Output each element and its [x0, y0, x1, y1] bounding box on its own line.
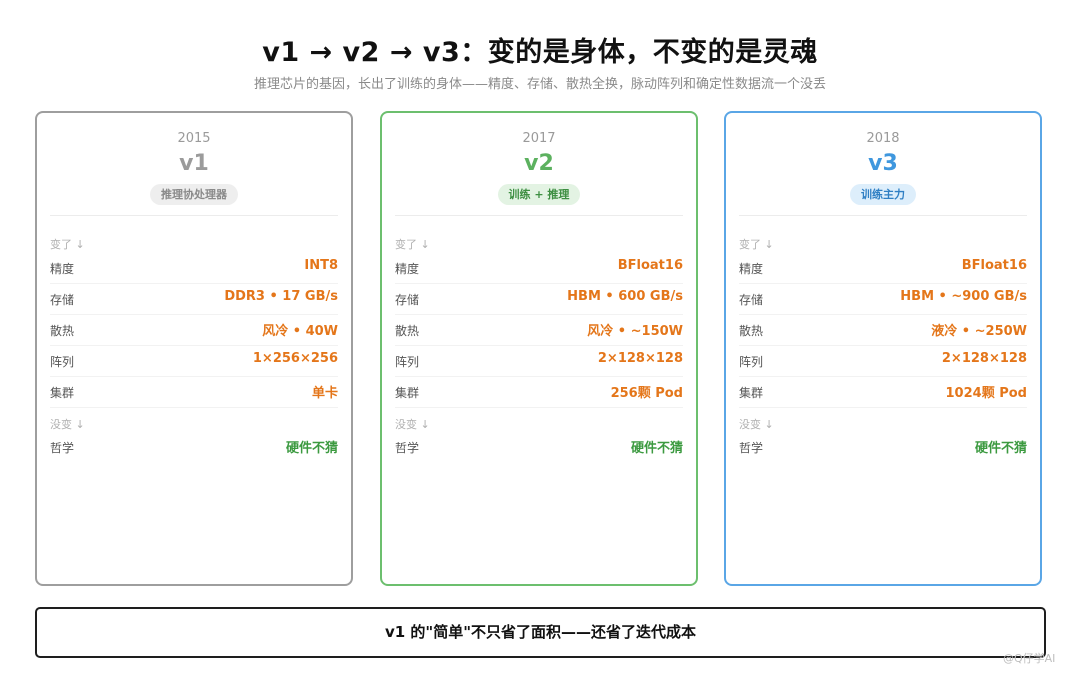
spec-label: 存储	[739, 293, 764, 307]
spec-value: DDR3 • 17 GB/s	[224, 289, 338, 304]
spec-label: 阵列	[739, 355, 764, 369]
page-subtitle: 推理芯片的基因，长出了训练的身体——精度、存储、散热全换，脉动阵列和确定性数据流…	[253, 77, 826, 92]
spec-value: 风冷 • 40W	[262, 324, 338, 339]
spec-row-cluster: 集群 单卡	[50, 376, 338, 408]
spec-label: 阵列	[395, 355, 420, 369]
spec-label: 散热	[739, 324, 764, 338]
card-year: 2015	[177, 131, 211, 146]
spec-value: BFloat16	[617, 258, 683, 273]
spec-label: 散热	[50, 324, 75, 338]
spec-row-precision: 精度 BFloat16	[395, 252, 683, 284]
spec-row-cluster: 集群 1024颗 Pod	[739, 376, 1027, 408]
spec-value: 256颗 Pod	[610, 386, 683, 401]
card-v2: 2017 v2 训练 + 推理 变了 ↓ 精度 BFloat16 存储 HBM • …	[380, 111, 698, 586]
card-v3: 2018 v3 训练主力 变了 ↓ 精度 BFloat16 存储 HBM • ~90…	[724, 111, 1042, 586]
spec-row-cooling: 散热 液冷 • ~250W	[739, 314, 1027, 346]
spec-label: 精度	[50, 262, 75, 276]
spec-label: 集群	[395, 386, 420, 400]
page-title: v1 → v2 → v3：变的是身体，不变的是灵魂	[262, 37, 818, 68]
spec-value: 硬件不猜	[285, 441, 338, 456]
spec-row-precision: 精度 BFloat16	[739, 252, 1027, 284]
spec-label: 集群	[50, 386, 75, 400]
spec-row-philosophy: 哲学 硬件不猜	[739, 431, 1027, 462]
spec-value: 液冷 • ~250W	[931, 324, 1027, 339]
spec-value: 风冷 • ~150W	[587, 324, 683, 339]
card-year: 2017	[522, 131, 556, 146]
spec-value: BFloat16	[961, 258, 1027, 273]
spec-row-cluster: 集群 256颗 Pod	[395, 376, 683, 408]
card-badge: 推理协处理器	[150, 184, 238, 205]
spec-value: HBM • ~900 GB/s	[900, 289, 1027, 304]
spec-label: 阵列	[50, 355, 75, 369]
spec-row-cooling: 散热 风冷 • 40W	[50, 314, 338, 346]
card-divider	[50, 215, 338, 216]
spec-value: 单卡	[311, 386, 338, 401]
spec-value: INT8	[304, 258, 338, 273]
spec-label: 精度	[739, 262, 764, 276]
section-changed-label: 变了 ↓	[739, 238, 774, 251]
spec-label: 哲学	[739, 441, 764, 455]
card-version: v3	[868, 151, 898, 176]
spec-row-memory: 存储 DDR3 • 17 GB/s	[50, 283, 338, 315]
section-changed-label: 变了 ↓	[395, 238, 430, 251]
spec-label: 散热	[395, 324, 420, 338]
watermark: @Q仔学AI	[1003, 652, 1056, 665]
spec-row-array: 阵列 1×256×256	[50, 345, 338, 377]
spec-label: 哲学	[50, 441, 75, 455]
spec-label: 精度	[395, 262, 420, 276]
card-badge: 训练 + 推理	[497, 184, 581, 205]
spec-label: 哲学	[395, 441, 420, 455]
spec-row-array: 阵列 2×128×128	[739, 345, 1027, 377]
card-version: v1	[179, 151, 209, 176]
spec-label: 集群	[739, 386, 764, 400]
spec-value: 1×256×256	[252, 351, 338, 366]
spec-value: 1024颗 Pod	[945, 386, 1027, 401]
card-badge: 训练主力	[850, 184, 916, 205]
spec-row-cooling: 散热 风冷 • ~150W	[395, 314, 683, 346]
card-divider	[739, 215, 1027, 216]
card-divider	[395, 215, 683, 216]
spec-row-memory: 存储 HBM • 600 GB/s	[395, 283, 683, 315]
spec-value: 2×128×128	[597, 351, 683, 366]
section-unchanged-label: 没变 ↓	[739, 418, 774, 431]
section-unchanged-label: 没变 ↓	[50, 418, 85, 431]
spec-value: 硬件不猜	[630, 441, 683, 456]
spec-label: 存储	[50, 293, 75, 307]
card-year: 2018	[866, 131, 900, 146]
spec-row-array: 阵列 2×128×128	[395, 345, 683, 377]
spec-value: 硬件不猜	[974, 441, 1027, 456]
spec-row-precision: 精度 INT8	[50, 252, 338, 284]
spec-row-memory: 存储 HBM • ~900 GB/s	[739, 283, 1027, 315]
card-version: v2	[524, 151, 554, 176]
summary-note: v1 的"简单"不只省了面积——还省了迭代成本	[35, 607, 1046, 658]
spec-value: 2×128×128	[941, 351, 1027, 366]
section-unchanged-label: 没变 ↓	[395, 418, 430, 431]
card-v1: 2015 v1 推理协处理器 变了 ↓ 精度 INT8 存储 DDR3 • 17 G…	[35, 111, 353, 586]
spec-row-philosophy: 哲学 硬件不猜	[50, 431, 338, 462]
spec-value: HBM • 600 GB/s	[567, 289, 683, 304]
section-changed-label: 变了 ↓	[50, 238, 85, 251]
spec-label: 存储	[395, 293, 420, 307]
spec-row-philosophy: 哲学 硬件不猜	[395, 431, 683, 462]
